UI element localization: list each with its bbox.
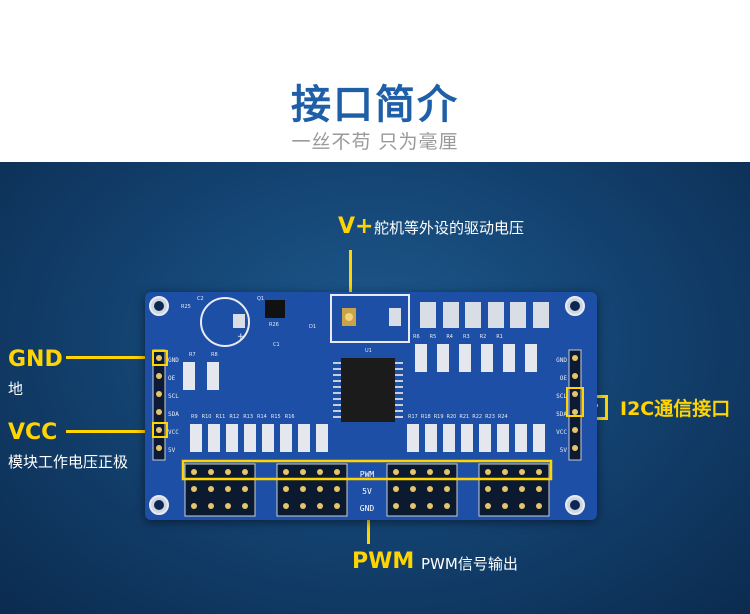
part-label: U1 (365, 348, 372, 354)
resistor-label: R11 (215, 414, 226, 420)
i2c-label: I2C通信接口 (620, 398, 731, 420)
left-resistor-labels: R9 R10 R11 R12 R13 R14 R15 R16 (191, 414, 295, 420)
row-label-5v: 5V (362, 487, 372, 496)
page-title: 接口简介 (291, 82, 459, 128)
right-pin-label: SCL (556, 393, 567, 400)
left-pin-label: 5V (168, 447, 176, 454)
resistor-label: R21 (459, 414, 470, 420)
right-pin-label: OE (559, 375, 567, 382)
vplus-label: V+ (338, 214, 374, 239)
resistor-label: R16 (284, 414, 295, 420)
part-label: Q1 (257, 296, 265, 302)
resistor-label: R2 (479, 334, 487, 340)
part-label: R8 (211, 352, 218, 358)
gnd-leader-line (66, 356, 158, 359)
mounting-holes (149, 296, 585, 515)
resistor-label: R12 (229, 414, 240, 420)
part-label: R7 (189, 352, 196, 358)
part-label: C2 (197, 296, 204, 302)
left-pin-label: VCC (168, 429, 179, 436)
resistor-label: R1 (496, 334, 503, 340)
resistor-label: R13 (243, 414, 254, 420)
top-resistor-labels: R6 R5 R4 R3 R2 R1 (413, 334, 503, 340)
resistor-label: R14 (257, 414, 267, 420)
row-labels: PWM 5V GND (352, 466, 382, 517)
part-label: R26 (269, 322, 279, 328)
i2c-bracket (596, 395, 608, 420)
resistor-label: R10 (201, 414, 212, 420)
resistor-label: R4 (446, 334, 453, 340)
pca9685-board: GND OE SCL SDA VCC 5V GND OE SCL SDA VCC… (145, 292, 597, 520)
row-label-gnd: GND (359, 504, 375, 513)
pwm-desc: PWM信号输出 (421, 555, 518, 573)
page-subtitle: 一丝不苟 只为毫厘 (291, 131, 459, 153)
left-pin-label: SCL (168, 393, 179, 400)
right-pin-label: 5V (559, 447, 567, 454)
resistor-label: R5 (429, 334, 437, 340)
resistor-label: R23 (485, 414, 495, 420)
part-label: R25 (181, 304, 191, 310)
resistor-label: R9 (191, 414, 198, 420)
pwm-highlight-box (181, 459, 553, 481)
left-pin-label: OE (168, 375, 176, 382)
right-pin-label: SDA (556, 411, 567, 418)
gnd-pin-highlight (152, 350, 168, 366)
left-pin-label: SDA (168, 411, 179, 418)
vcc-label: VCC (8, 420, 58, 445)
right-pin-labels: GND OE SCL SDA VCC 5V (547, 352, 567, 460)
row-label-pwm: PWM (359, 470, 375, 479)
resistor-label: R6 (413, 334, 420, 340)
left-pin-label: GND (168, 357, 179, 364)
resistor-label: R17 (408, 414, 418, 420)
board-artwork (149, 294, 585, 517)
part-label: D1 (309, 324, 317, 330)
gnd-label: GND (8, 347, 63, 372)
gnd-desc: 地 (8, 380, 24, 398)
right-resistor-labels: R17 R18 R19 R20 R21 R22 R23 R24 (408, 414, 508, 420)
left-pin-labels: GND OE SCL SDA VCC 5V (168, 352, 179, 460)
right-pin-label: VCC (556, 429, 567, 436)
resistor-label: R15 (270, 414, 281, 420)
vplus-desc: 舵机等外设的驱动电压 (374, 219, 525, 237)
resistor-label: R22 (472, 414, 483, 420)
vplus-leader-line (349, 250, 352, 318)
vcc-pin-highlight (152, 422, 168, 438)
vcc-desc: 模块工作电压正极 (8, 453, 129, 471)
part-label: C1 (273, 342, 280, 348)
resistor-label: R24 (497, 414, 508, 420)
vcc-leader-line (66, 430, 158, 433)
resistor-label: R18 (420, 414, 431, 420)
i2c-pin-highlight (566, 387, 584, 417)
resistor-label: R20 (446, 414, 457, 420)
part-label: + (237, 332, 245, 342)
resistor-label: R19 (433, 414, 444, 420)
header-section: 接口简介 一丝不苟 只为毫厘 (0, 0, 750, 162)
pwm-label: PWM (352, 549, 415, 574)
resistor-label: R3 (462, 334, 470, 340)
right-pin-label: GND (556, 357, 567, 364)
